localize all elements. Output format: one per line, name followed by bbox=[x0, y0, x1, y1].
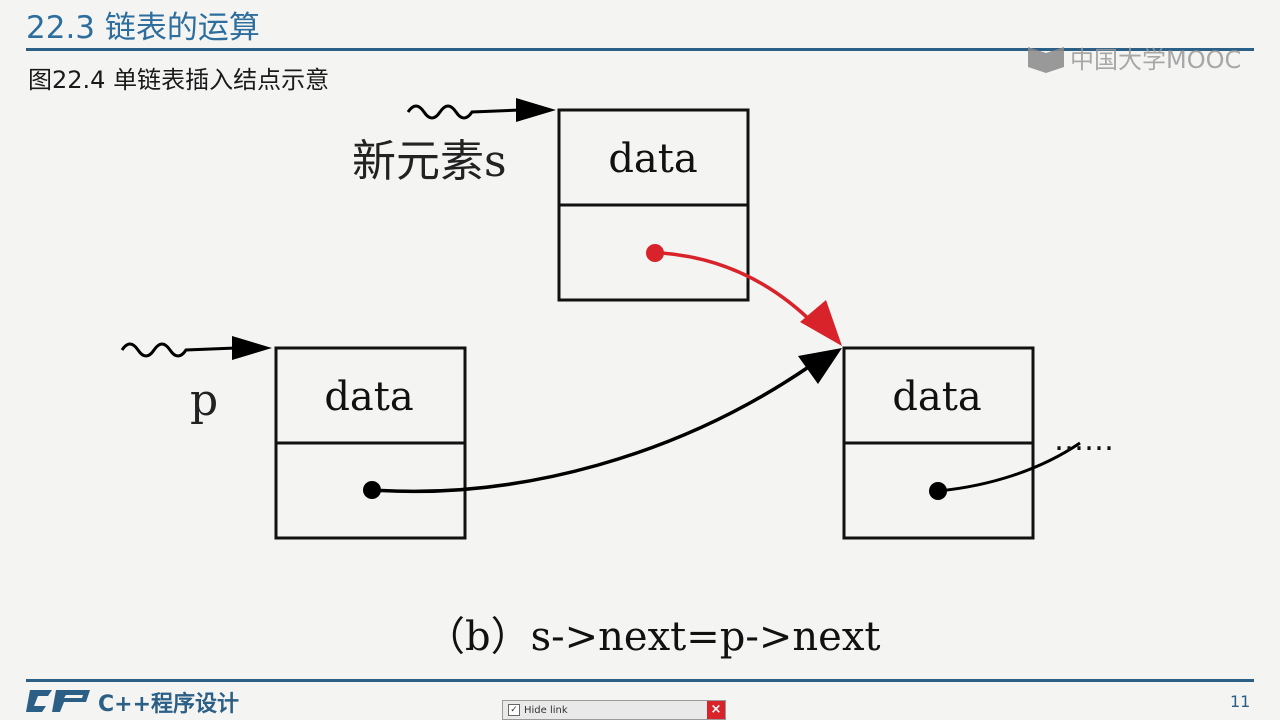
title-divider bbox=[26, 48, 1254, 51]
watermark-text: 中国大学MOOC bbox=[1070, 46, 1242, 74]
mooc-watermark: 中国大学MOOC bbox=[1026, 40, 1241, 75]
pointer-arrow-p bbox=[120, 336, 272, 360]
red-link-s-next bbox=[661, 251, 842, 346]
node-p: data bbox=[274, 346, 467, 540]
course-name: C++程序设计 bbox=[98, 692, 240, 717]
node-s-next-dot bbox=[646, 244, 664, 262]
hide-link-bar[interactable]: ✓ Hide link × bbox=[502, 700, 726, 720]
black-link-p-next bbox=[371, 348, 842, 494]
course-logo-icon bbox=[26, 690, 90, 712]
node-next: data bbox=[842, 346, 1081, 540]
node-s: data bbox=[557, 108, 750, 302]
pointer-arrow-s bbox=[406, 98, 556, 122]
continuation-ellipsis: …… bbox=[1054, 423, 1114, 458]
node-p-data: data bbox=[324, 374, 413, 420]
mooc-logo-icon bbox=[1028, 46, 1064, 73]
node-s-data: data bbox=[608, 136, 697, 182]
node-next-data: data bbox=[892, 374, 981, 420]
slide-title: 22.3 链表的运算 bbox=[26, 10, 260, 46]
footer-divider bbox=[26, 679, 1254, 682]
new-node-label: 新元素s bbox=[352, 136, 507, 187]
page-number: 11 bbox=[1230, 692, 1251, 711]
diagram-caption: （b）s->next=p->next bbox=[425, 614, 880, 660]
pointer-label-p: p bbox=[190, 375, 218, 426]
hide-link-label: Hide link bbox=[524, 704, 568, 716]
hide-link-checkbox[interactable]: ✓ bbox=[508, 704, 520, 716]
close-icon[interactable]: × bbox=[707, 701, 725, 719]
figure-caption: 图22.4 单链表插入结点示意 bbox=[28, 66, 330, 94]
